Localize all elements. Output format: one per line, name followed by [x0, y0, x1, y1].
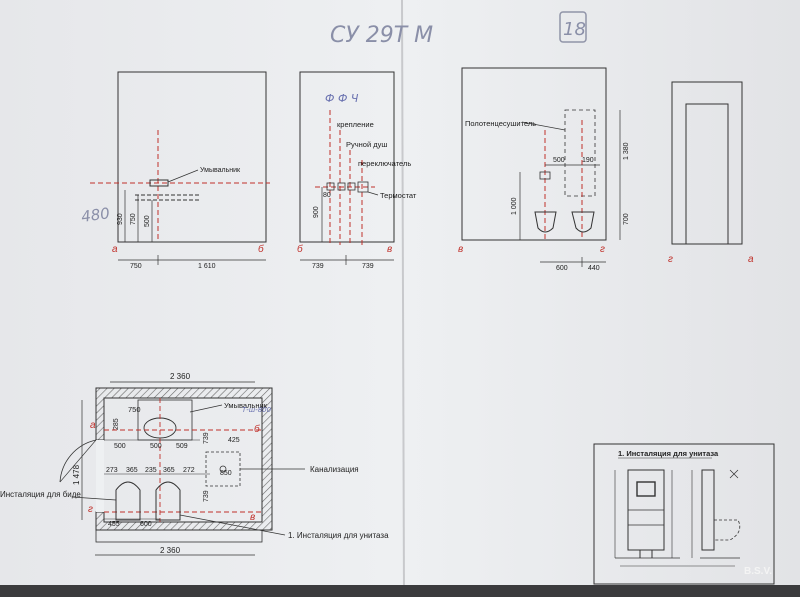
floor-plan: 2 360 2 360 1 478 Умывальник Т-ш-800 Кан…: [0, 372, 389, 556]
axis-label-v: в: [458, 244, 463, 255]
wall-outline: [461, 67, 607, 241]
dim-900: 900: [313, 206, 320, 218]
dim-2360-bottom: 2 360: [160, 546, 181, 555]
handwritten-plan-note: Т-ш-800: [242, 406, 272, 414]
handwritten-note: Ф Ф Ч: [325, 92, 359, 105]
plan-axis-b: б: [254, 423, 260, 435]
dim-235: 235: [145, 467, 157, 474]
dim-930: 930: [117, 213, 124, 225]
axis-label-g: г: [668, 254, 673, 265]
dim-365-a: 365: [126, 467, 138, 474]
dim-739-right: 739: [362, 263, 374, 270]
watermark: B.S.V.: [744, 566, 772, 577]
dim-750: 750: [128, 405, 141, 414]
dim-425: 425: [228, 437, 240, 444]
bottom-edge: [0, 585, 800, 597]
dim-500: 500: [144, 215, 151, 227]
dim-1610: 1 610: [198, 263, 216, 270]
towel-dryer-shape: [564, 109, 596, 197]
dim-509: 509: [176, 443, 188, 450]
hand-shower-label: Ручной душ: [346, 140, 387, 149]
dim-600: 600: [140, 521, 152, 528]
door-swing: [59, 439, 97, 483]
dim-273: 273: [106, 467, 118, 474]
dim-285: 285: [113, 418, 120, 430]
dim-739-top: 739: [203, 432, 210, 444]
dim-365-b: 365: [163, 467, 175, 474]
mount-label: крепление: [337, 120, 374, 129]
toilet-plan: [155, 481, 181, 521]
dim-1478: 1 478: [72, 464, 81, 485]
axis-label-a: а: [112, 244, 118, 255]
dim-739-left: 739: [312, 263, 324, 270]
bidet-shape: [571, 211, 595, 233]
switch-label: переключатель: [358, 159, 411, 168]
towel-dryer-label: Полотенцесушитель: [465, 119, 536, 128]
page-number-stamp: 18: [559, 11, 587, 43]
dim-700: 700: [623, 213, 630, 225]
sink-shape: [149, 179, 169, 187]
thermostat-label: Термостат: [380, 191, 417, 200]
plan-sink-label: Умывальник: [224, 401, 268, 410]
toilet-shape: [534, 211, 557, 233]
elevation-b-v: Ф Ф Ч крепление Ручной душ переключатель…: [297, 71, 417, 270]
dim-500: 500: [553, 157, 565, 164]
wall-outline: [117, 71, 267, 243]
dim-600: 600: [556, 265, 568, 272]
dim-2360-top: 2 360: [170, 372, 191, 381]
dim-80: 80: [323, 192, 331, 199]
dim-500-a: 500: [114, 443, 126, 450]
detail-frame: [593, 443, 775, 585]
axis-label-a: а: [748, 254, 754, 265]
paper-fold: [401, 0, 405, 597]
axis-label-v: в: [387, 244, 392, 255]
wall-outline: [299, 71, 395, 243]
axis-label-g: г: [600, 244, 605, 255]
elevation-g-a: г а: [668, 81, 754, 265]
dim-1000: 1 000: [511, 197, 518, 215]
dim-850: 850: [220, 470, 232, 477]
toilet-install-label: 1. Инсталяция для унитаза: [288, 531, 389, 540]
handwritten-header: СУ 29Т М: [330, 23, 433, 48]
dim-190: 190: [582, 157, 594, 164]
dim-750-h: 750: [130, 263, 142, 270]
dim-1380: 1 380: [623, 142, 630, 160]
dim-750: 750: [130, 213, 137, 225]
axis-label-b: б: [258, 243, 264, 255]
sewer-label: Канализация: [310, 465, 359, 474]
axis-label-b: б: [297, 243, 303, 255]
door-outline: [685, 103, 729, 245]
bidet-install-label: Инсталяция для биде: [0, 490, 81, 499]
elevation-a-b: Умывальник 930 750 500 750 1 610 а б 480: [80, 71, 270, 270]
plan-axis-g: г: [88, 504, 93, 515]
dim-455: 455: [108, 521, 120, 528]
elevation-v-g: Полотенцесушитель 1 000 500 190 1 380 70…: [458, 67, 630, 272]
dim-500-b: 500: [150, 443, 162, 450]
sink-label: Умывальник: [200, 167, 241, 174]
dim-272: 272: [183, 467, 195, 474]
dim-739-bottom: 739: [203, 490, 210, 502]
plan-axis-v: в: [250, 512, 255, 523]
detail-installation: 1. Инсталяция для унитаза: [593, 443, 775, 585]
svg-text:18: 18: [563, 19, 586, 40]
detail-title: 1. Инсталяция для унитаза: [618, 449, 719, 458]
bidet-plan: [115, 481, 141, 521]
plan-axis-a: а: [90, 420, 96, 431]
dim-440: 440: [588, 265, 600, 272]
handwritten-480: 480: [80, 204, 111, 226]
